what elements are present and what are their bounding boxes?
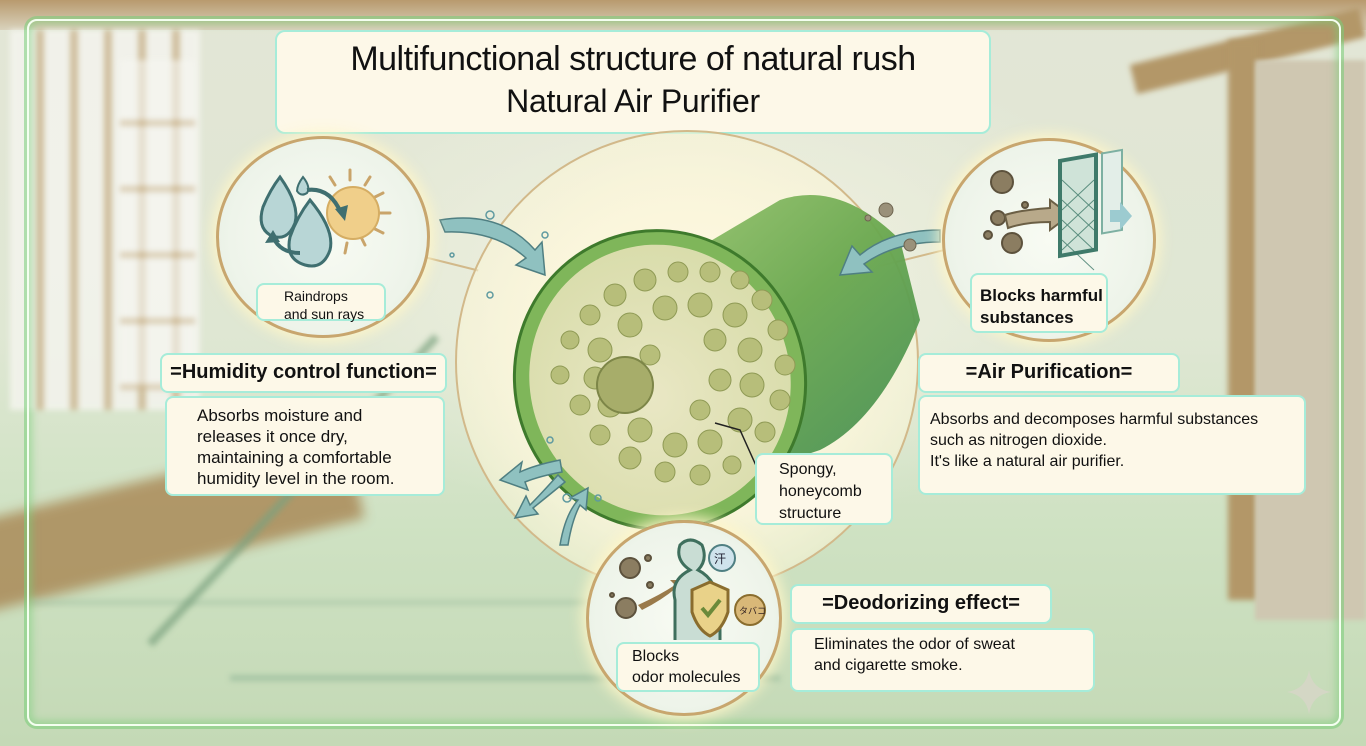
arrow-out-1 bbox=[498, 459, 563, 492]
page-title: Multifunctional structure of natural rus… bbox=[350, 40, 916, 78]
arrow-in-left bbox=[438, 217, 546, 277]
air-icon-label: Blocks harmful substances bbox=[970, 273, 1108, 333]
tobacco-bubble-text: タバコ bbox=[739, 607, 767, 617]
glowing-frame bbox=[27, 19, 1341, 726]
raindrops-sun-icon bbox=[259, 168, 392, 268]
sparkle-icon bbox=[1287, 670, 1331, 714]
deodorize-icon-label: Blocks odor molecules bbox=[616, 642, 760, 692]
honeycomb-callout-text: Spongy, honeycomb structure bbox=[779, 461, 862, 522]
fusuma-door bbox=[1255, 60, 1366, 620]
humidity-description-text: Absorbs moisture and releases it once dr… bbox=[197, 406, 395, 488]
arrow-out-2 bbox=[513, 473, 567, 519]
air-heading: =Air Purification= bbox=[918, 353, 1180, 393]
air-heading-text: =Air Purification= bbox=[965, 361, 1133, 383]
page-subtitle: Natural Air Purifier bbox=[506, 83, 760, 119]
humidity-icon-label-text: Raindrops and sun rays bbox=[284, 288, 365, 322]
air-description: Absorbs and decomposes harmful substance… bbox=[918, 395, 1306, 495]
deodorize-description-text: Eliminates the odor of sweat and cigaret… bbox=[814, 636, 1015, 674]
person-shield-icon bbox=[609, 538, 766, 640]
humidity-heading-text: =Humidity control function= bbox=[170, 361, 437, 383]
humidity-icon-label: Raindrops and sun rays bbox=[256, 283, 386, 322]
ceiling bbox=[0, 0, 1366, 30]
deodorize-heading: =Deodorizing effect= bbox=[790, 584, 1052, 624]
honeycomb-cells bbox=[550, 261, 796, 486]
wood-post bbox=[1228, 40, 1258, 600]
arrow-in-right bbox=[838, 229, 941, 276]
title-panel: Multifunctional structure of natural rus… bbox=[275, 30, 991, 134]
shoji-window-crossbars bbox=[120, 60, 195, 390]
tatami-seam bbox=[30, 600, 590, 605]
airflow-arrows bbox=[438, 202, 941, 546]
honeycomb-callout: Spongy, honeycomb structure bbox=[755, 453, 893, 525]
deodorize-heading-text: =Deodorizing effect= bbox=[822, 592, 1020, 614]
filter-virus-icon bbox=[983, 148, 1132, 271]
rush-stem-illustration bbox=[512, 195, 920, 531]
sweat-bubble-text: 汗 bbox=[714, 552, 727, 566]
deodorize-icon-label-text: Blocks odor molecules bbox=[632, 648, 741, 686]
hollow-core bbox=[596, 356, 654, 414]
arrow-in-bottom bbox=[559, 486, 589, 546]
air-icon-label-text: Blocks harmful substances bbox=[980, 286, 1103, 327]
humidity-heading: =Humidity control function= bbox=[160, 353, 447, 393]
deodorize-description: Eliminates the odor of sweat and cigaret… bbox=[790, 628, 1095, 692]
humidity-description: Absorbs moisture and releases it once dr… bbox=[165, 396, 445, 496]
tatami-seam bbox=[230, 675, 780, 681]
callout-leader bbox=[714, 422, 759, 471]
air-description-text: Absorbs and decomposes harmful substance… bbox=[930, 411, 1259, 470]
